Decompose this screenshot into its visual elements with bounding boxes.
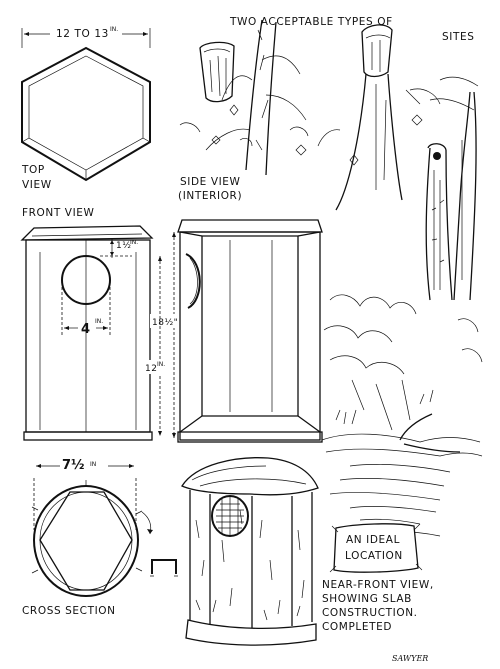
- tall-tree-site-illustration: [405, 76, 479, 301]
- top-view-label-2: VIEW: [22, 179, 52, 191]
- side-view-label-2: (INTERIOR): [178, 190, 242, 202]
- top-width-unit: IN.: [110, 26, 118, 33]
- side-view-label-1: SIDE VIEW: [180, 176, 241, 188]
- dead-snag-site-illustration: [317, 24, 441, 211]
- dimension-cross-width: 7½ IN: [33, 458, 137, 530]
- caption-line-3: CONSTRUCTION.: [322, 607, 418, 619]
- top-width-label: 12 TO 13: [56, 28, 109, 40]
- caption-line-2: SHOWING SLAB: [322, 593, 412, 605]
- dim-front-height-label: 12: [145, 364, 157, 374]
- dim-hole-width-unit: IN.: [95, 318, 103, 325]
- slab-base: [185, 619, 317, 646]
- front-view: [20, 225, 154, 441]
- top-view-label-1: TOP: [21, 164, 45, 176]
- dim-cross-width-unit: IN: [90, 461, 96, 468]
- dimension-hole-width: 4 IN.: [61, 282, 111, 337]
- dim-front-height-unit: IN.: [157, 361, 165, 368]
- dim-hole-width-label: 4: [81, 322, 90, 337]
- dimension-front-height: 12 IN.: [144, 256, 165, 436]
- dim-hole-top-unit: IN.: [130, 239, 138, 246]
- cross-section: [31, 480, 153, 598]
- dim-cross-width-label: 7½: [62, 458, 85, 473]
- ideal-location-line-1: AN IDEAL: [346, 534, 400, 546]
- top-view-hexagon: [21, 46, 151, 182]
- caption-line-1: NEAR-FRONT VIEW,: [322, 579, 434, 591]
- artist-signature: SAWYER: [392, 654, 428, 663]
- slab-roof: [181, 457, 319, 496]
- completed-birdhouse-illustration: [181, 457, 319, 646]
- dim-back-height-label: 18½": [152, 318, 178, 328]
- cross-section-slab-outline: [32, 484, 140, 598]
- dimension-hole-top: 1½ IN.: [100, 238, 138, 258]
- caption-line-4: COMPLETED: [322, 621, 392, 633]
- dimension-back-height: 18½": [150, 232, 178, 438]
- sites-title-line-2: SITES: [442, 31, 474, 43]
- side-view-interior: [177, 219, 323, 443]
- stump-site-illustration: [179, 19, 309, 176]
- ideal-location-landscape: [321, 294, 483, 537]
- cross-section-hexagon: [39, 491, 133, 591]
- dim-hole-top-label: 1½: [116, 241, 131, 251]
- cross-section-label: CROSS SECTION: [22, 605, 116, 617]
- front-view-label: FRONT VIEW: [22, 207, 95, 219]
- sites-title-line-1: TWO ACCEPTABLE TYPES OF: [229, 16, 393, 28]
- entrance-hole-profile: [185, 253, 201, 309]
- ideal-location-line-2: LOCATION: [345, 550, 403, 562]
- top-view: 12 TO 13 IN. TOP VIEW: [21, 26, 151, 191]
- ideal-location-sign: AN IDEAL LOCATION: [329, 523, 423, 573]
- staple-detail: [150, 559, 178, 577]
- entrance-hole: [61, 255, 111, 305]
